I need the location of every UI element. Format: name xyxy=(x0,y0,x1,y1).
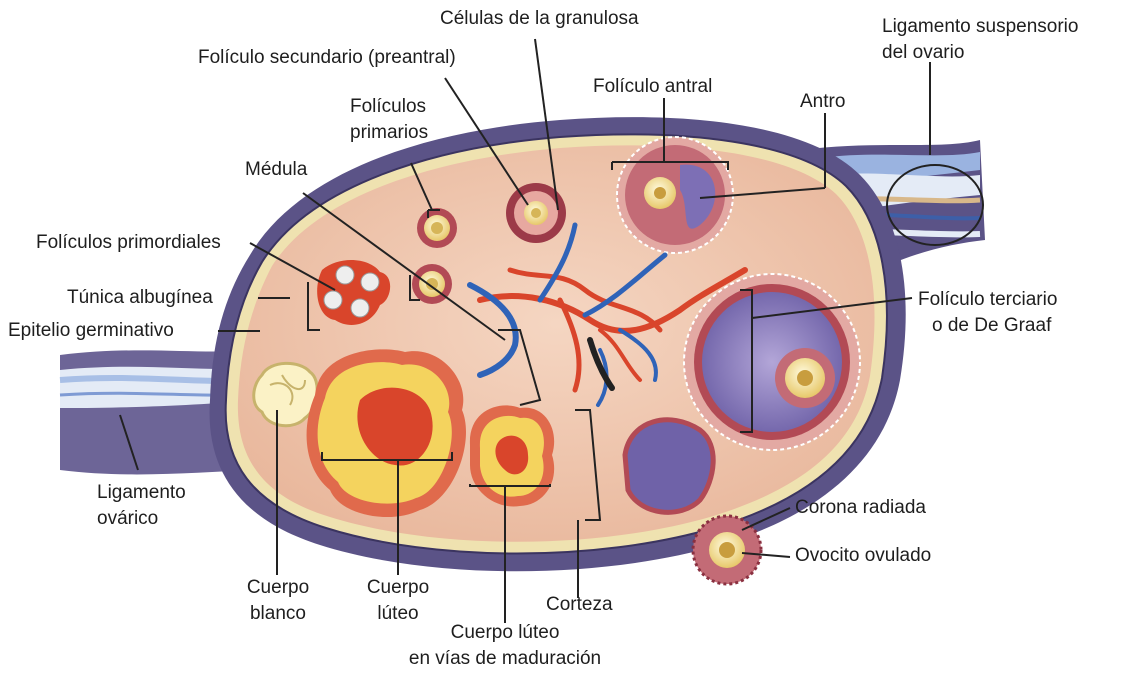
label-tunica-albuginea: Túnica albugínea xyxy=(67,285,213,311)
label-foliculo-secundario: Folículo secundario (preantral) xyxy=(198,45,456,71)
label-epitelio-germinativo: Epitelio germinativo xyxy=(8,318,174,344)
graafian-follicle xyxy=(684,274,860,450)
label-foliculo-antral: Folículo antral xyxy=(593,74,712,100)
label-ligamento-ovarico: Ligamento ovárico xyxy=(97,480,186,532)
label-foliculos-primarios: Folículos primarios xyxy=(350,94,428,146)
corpus-albicans xyxy=(254,363,317,425)
label-corona-radiada: Corona radiada xyxy=(795,495,926,521)
secondary-follicle xyxy=(506,183,566,243)
label-ovocito-ovulado: Ovocito ovulado xyxy=(795,543,931,569)
label-medula: Médula xyxy=(245,157,307,183)
maturing-corpus-luteum xyxy=(470,405,554,506)
label-foliculo-terciario: Folículo terciario o de De Graaf xyxy=(918,287,1057,339)
label-corteza: Corteza xyxy=(546,592,613,618)
label-cuerpo-blanco: Cuerpo blanco xyxy=(247,575,309,627)
label-cuerpo-luteo-maduracion: Cuerpo lúteo en vías de maduración xyxy=(409,620,601,672)
ruptured-follicle xyxy=(625,420,713,513)
label-celulas-granulosa: Células de la granulosa xyxy=(440,6,639,32)
label-ligamento-suspensorio: Ligamento suspensorio del ovario xyxy=(882,14,1078,66)
label-foliculos-primordiales: Folículos primordiales xyxy=(36,230,221,256)
antral-follicle xyxy=(617,137,733,253)
label-antro: Antro xyxy=(800,89,845,115)
